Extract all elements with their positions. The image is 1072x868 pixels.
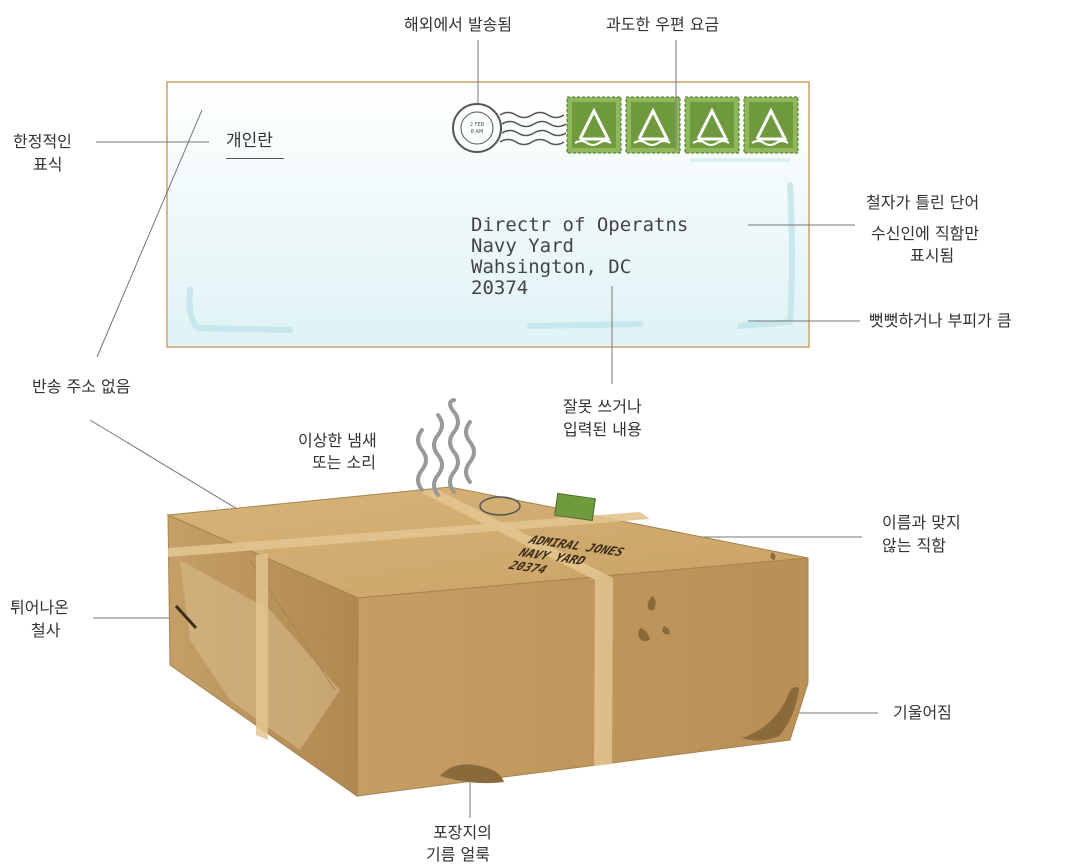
- address-line-3: Wahsington, DC: [471, 256, 632, 278]
- label-lopsided: 기울어짐: [893, 703, 952, 722]
- rigid-mark-mid: [527, 321, 643, 329]
- stain-spot-3: [662, 626, 670, 635]
- label-title-mismatch-1: 이름과 맞지: [882, 513, 961, 532]
- postage-stamp-icon: [743, 96, 799, 154]
- package-stamp-icon: [554, 492, 596, 522]
- stain-spot-2: [638, 628, 650, 642]
- postage-stamp-icon: [684, 96, 740, 154]
- address-line-4: 20374: [471, 277, 529, 299]
- label-strange-odor-1: 이상한 냄새: [298, 431, 377, 450]
- oil-stain-icon: [440, 764, 504, 784]
- package-postmark-icon: [479, 496, 521, 516]
- label-title-mismatch-2: 않는 직함: [882, 536, 946, 555]
- label-badly-written-2: 입력된 내용: [563, 420, 642, 439]
- odor-waves-icon: [416, 398, 476, 497]
- label-protruding-wires-2: 철사: [31, 621, 61, 640]
- tape-left: [256, 553, 268, 740]
- label-title-only-1: 수신인에 직함만: [871, 224, 980, 243]
- label-oily-stains-1: 포장지의: [433, 823, 492, 842]
- tape-top-2: [168, 512, 650, 557]
- leader-lines: [89, 40, 878, 818]
- label-foreign-mail: 해외에서 발송됨: [404, 15, 513, 34]
- restrictive-marking-text: 개인란: [226, 131, 273, 151]
- leader-no-return-address-envelope: [96, 109, 203, 358]
- label-strange-odor-2: 또는 소리: [312, 453, 376, 472]
- restrictive-marking-underline: [226, 158, 284, 159]
- package: [166, 398, 809, 797]
- stamps: [566, 96, 799, 154]
- leader-no-return-address-box: [89, 419, 263, 525]
- package-front: [356, 557, 809, 797]
- postmark-icon: 2 FEB 8 AM: [452, 103, 567, 153]
- tape-top-1: [418, 489, 613, 580]
- postage-stamp-icon: [625, 96, 681, 154]
- label-no-return-address: 반송 주소 없음: [32, 377, 131, 396]
- svg-text:8 AM: 8 AM: [471, 129, 484, 135]
- envelope: 2 FEB 8 AM: [166, 81, 810, 348]
- label-protruding-wires-1: 튀어나온: [10, 598, 69, 617]
- protruding-wire-icon: [174, 604, 198, 630]
- rigid-mark-right: [737, 182, 795, 329]
- label-badly-written-1: 잘못 쓰거나: [563, 397, 642, 416]
- label-excess-postage: 과도한 우편 요금: [606, 15, 720, 34]
- stain-spot-4: [770, 552, 776, 560]
- address-line-2: Navy Yard: [471, 235, 574, 257]
- rigid-mark-left: [186, 287, 293, 333]
- svg-text:2 FEB: 2 FEB: [470, 122, 485, 128]
- label-title-only-2: 표시됨: [910, 246, 955, 265]
- tape-front: [594, 578, 613, 766]
- label-restrictive-marking-1: 한정적인: [13, 132, 72, 151]
- postage-stamp-icon: [566, 96, 622, 154]
- label-misspelled-words: 철자가 틀린 단어: [866, 193, 980, 212]
- stain-spot-1: [647, 596, 656, 611]
- label-oily-stains-2: 기름 얼룩: [426, 845, 490, 864]
- label-restrictive-marking-2: 표식: [33, 155, 63, 174]
- lopsided-stain: [742, 687, 799, 741]
- label-rigid-bulky: 뻣뻣하거나 부피가 큼: [869, 311, 1012, 330]
- address-line-1: Directr of Operatns: [471, 214, 689, 236]
